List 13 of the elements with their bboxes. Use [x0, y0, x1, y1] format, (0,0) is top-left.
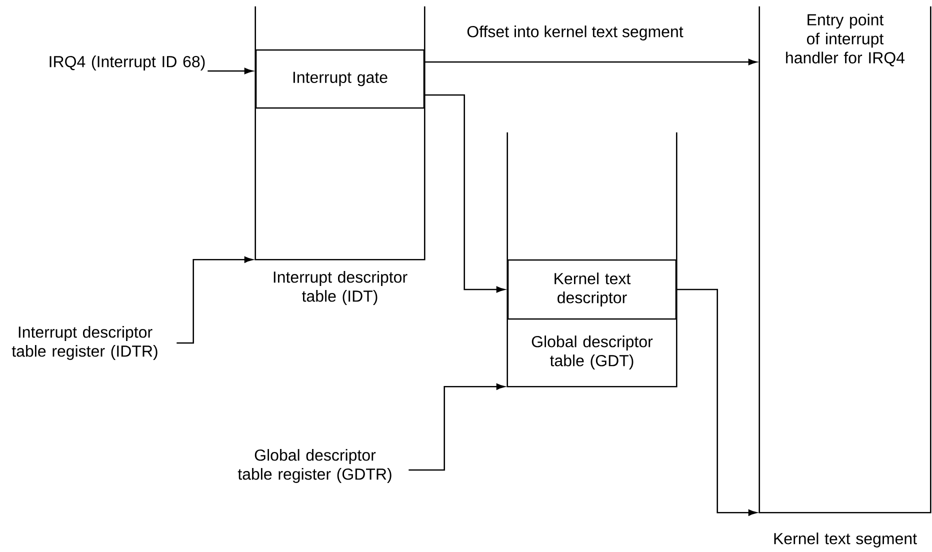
- arrow: [424, 94, 505, 293]
- arrow: [208, 68, 253, 74]
- register-label: Global descriptor table register (GDTR): [238, 449, 392, 483]
- edge-label: Offset into kernel text segment: [466, 24, 684, 42]
- arrow: [676, 288, 757, 516]
- register-label: IRQ4 (Interrupt ID 68): [50, 56, 205, 70]
- arrow: [176, 256, 253, 344]
- table-entry: Kernel text descriptor: [507, 259, 677, 320]
- register-label: Interrupt descriptor table register (IDTR): [12, 326, 158, 360]
- arrow: [408, 384, 505, 471]
- table-column: Entry point of interrupt handler for IRQ4 Kernel text segment: [758, 6, 932, 548]
- table-entry: Interrupt gate: [255, 49, 425, 109]
- arrow: [424, 58, 757, 66]
